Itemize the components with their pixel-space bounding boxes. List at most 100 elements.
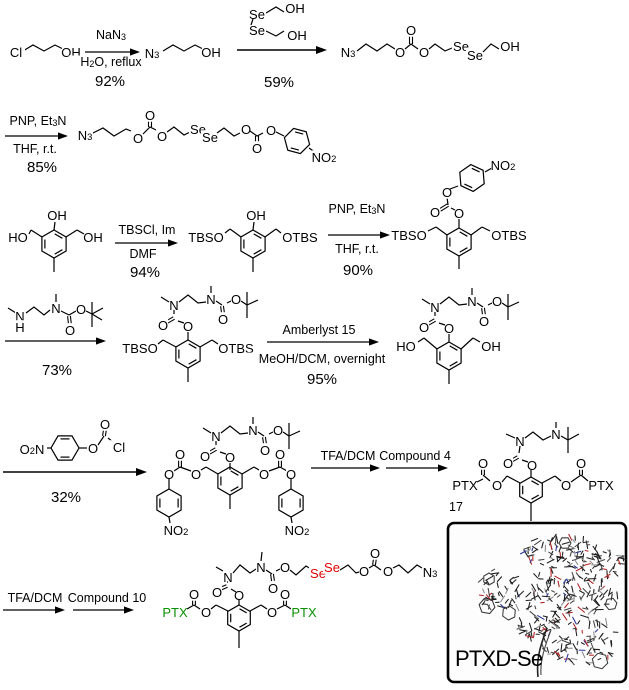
svg-text:OH: OH xyxy=(83,230,103,245)
svg-text:N3: N3 xyxy=(145,46,160,61)
svg-text:O2N: O2N xyxy=(20,442,45,457)
svg-text:17: 17 xyxy=(449,500,463,514)
svg-text:PTXD-Se: PTXD-Se xyxy=(455,646,543,671)
svg-text:N: N xyxy=(223,570,232,585)
svg-text:O: O xyxy=(268,581,278,596)
svg-text:DMF: DMF xyxy=(129,247,156,261)
svg-text:OH: OH xyxy=(246,208,266,223)
svg-text:TBSO: TBSO xyxy=(188,230,223,245)
svg-text:PTX: PTX xyxy=(588,478,614,493)
svg-text:OTBS: OTBS xyxy=(218,341,254,356)
svg-text:N3: N3 xyxy=(423,565,438,580)
svg-text:O: O xyxy=(218,312,228,327)
svg-text:O: O xyxy=(100,417,110,432)
svg-text:OH: OH xyxy=(201,45,221,60)
svg-text:O: O xyxy=(225,450,235,465)
svg-text:O: O xyxy=(430,205,440,220)
svg-text:O: O xyxy=(419,45,429,60)
svg-text:O: O xyxy=(454,206,464,221)
svg-text:O: O xyxy=(444,321,454,336)
svg-text:N: N xyxy=(15,309,24,324)
svg-text:O: O xyxy=(527,458,537,473)
svg-text:O: O xyxy=(76,302,86,317)
svg-text:NO2: NO2 xyxy=(312,150,337,165)
svg-text:90%: 90% xyxy=(343,262,373,279)
svg-text:O: O xyxy=(231,292,241,307)
svg-text:O: O xyxy=(273,423,283,438)
svg-text:O: O xyxy=(200,449,210,464)
svg-text:NO2: NO2 xyxy=(285,523,310,538)
svg-text:THF, r.t.: THF, r.t. xyxy=(335,242,379,256)
svg-text:O: O xyxy=(280,587,290,602)
svg-text:N: N xyxy=(51,301,60,316)
svg-text:O: O xyxy=(406,23,416,38)
svg-text:NO2: NO2 xyxy=(491,158,516,173)
svg-text:73%: 73% xyxy=(42,362,72,379)
svg-text:PTX: PTX xyxy=(452,478,478,493)
svg-text:O: O xyxy=(492,294,502,309)
svg-text:O: O xyxy=(576,456,586,471)
svg-text:N: N xyxy=(551,427,560,442)
svg-text:TBSO: TBSO xyxy=(391,228,426,243)
svg-text:H2O, reflux: H2O, reflux xyxy=(80,55,142,69)
svg-text:TFA/DCM: TFA/DCM xyxy=(321,449,376,463)
svg-text:PNP, Et3N: PNP, Et3N xyxy=(10,114,67,128)
svg-text:O: O xyxy=(158,318,168,333)
svg-text:N: N xyxy=(169,298,178,313)
svg-text:O: O xyxy=(503,456,513,471)
svg-text:O: O xyxy=(189,587,199,602)
svg-text:O: O xyxy=(492,478,502,493)
svg-text:N: N xyxy=(206,292,215,307)
svg-text:O: O xyxy=(175,447,185,462)
svg-text:HO: HO xyxy=(396,339,416,354)
svg-text:O: O xyxy=(183,319,193,334)
svg-text:NaN3: NaN3 xyxy=(96,28,126,42)
svg-text:59%: 59% xyxy=(264,74,294,91)
svg-text:N3: N3 xyxy=(78,128,93,143)
svg-text:N3: N3 xyxy=(341,45,356,60)
svg-text:O: O xyxy=(442,185,452,200)
svg-text:Amberlyst 15: Amberlyst 15 xyxy=(283,323,356,337)
svg-text:OH: OH xyxy=(481,339,501,354)
svg-text:NO2: NO2 xyxy=(164,523,189,538)
svg-text:OTBS: OTBS xyxy=(491,228,527,243)
svg-text:O: O xyxy=(280,560,290,575)
svg-text:TBSCl, Im: TBSCl, Im xyxy=(119,223,176,237)
svg-text:O: O xyxy=(259,467,269,482)
svg-text:Compound 10: Compound 10 xyxy=(68,591,147,605)
svg-text:O: O xyxy=(65,323,75,338)
svg-text:92%: 92% xyxy=(95,73,125,90)
svg-text:O: O xyxy=(157,129,167,144)
svg-text:O: O xyxy=(252,141,262,156)
svg-text:O: O xyxy=(478,456,488,471)
svg-text:O: O xyxy=(267,605,277,620)
svg-text:Se: Se xyxy=(310,566,326,581)
svg-text:PTX: PTX xyxy=(291,605,317,620)
svg-text:O: O xyxy=(191,467,201,482)
svg-text:O: O xyxy=(286,467,296,482)
svg-text:94%: 94% xyxy=(130,264,160,281)
svg-text:Se: Se xyxy=(324,560,340,575)
svg-text:O: O xyxy=(133,131,143,146)
svg-text:95%: 95% xyxy=(307,371,337,388)
svg-text:O: O xyxy=(561,478,571,493)
svg-text:O: O xyxy=(266,123,276,138)
svg-text:PNP, Et3N: PNP, Et3N xyxy=(329,202,386,216)
svg-text:OTBS: OTBS xyxy=(282,230,318,245)
svg-text:O: O xyxy=(201,605,211,620)
svg-text:O: O xyxy=(370,546,380,561)
svg-text:O: O xyxy=(359,564,369,579)
svg-text:N: N xyxy=(211,429,220,444)
svg-text:H: H xyxy=(15,320,24,335)
svg-text:Se: Se xyxy=(453,39,469,54)
svg-text:O: O xyxy=(419,320,429,335)
svg-text:Se: Se xyxy=(467,48,483,63)
svg-text:OH: OH xyxy=(287,28,307,43)
svg-text:Compound 4: Compound 4 xyxy=(379,449,451,463)
svg-text:Se: Se xyxy=(249,23,265,38)
svg-text:MeOH/DCM, overnight: MeOH/DCM, overnight xyxy=(259,352,386,366)
svg-text:TFA/DCM: TFA/DCM xyxy=(8,591,63,605)
svg-text:O: O xyxy=(241,122,251,137)
svg-text:O: O xyxy=(260,443,270,458)
svg-text:N: N xyxy=(248,423,257,438)
